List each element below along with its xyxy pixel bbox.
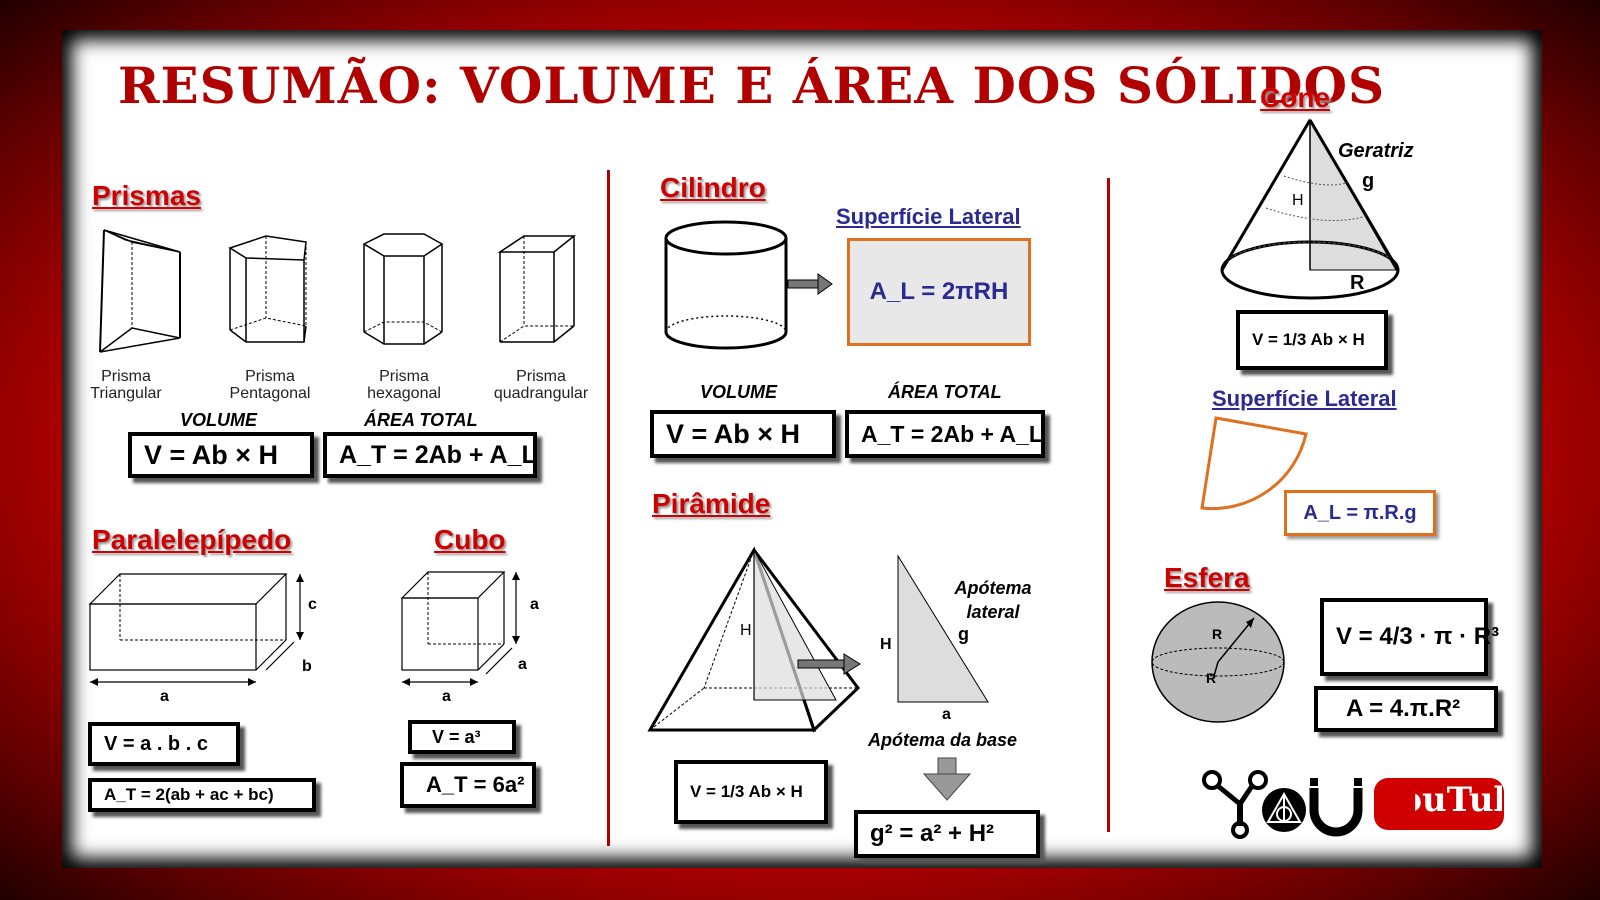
- caption-line: Triangular: [90, 385, 162, 402]
- cone-g-label: g: [1362, 170, 1375, 192]
- formula-text: V = a . b . c: [104, 732, 208, 755]
- cilindro-area-formula: A_T = 2Ab + A_L: [845, 410, 1045, 458]
- cilindro-area-label: ÁREA TOTAL: [888, 382, 1002, 402]
- formula-text: A_L = 2πRH: [869, 278, 1009, 305]
- cubo-dim-bottom: a: [442, 688, 451, 705]
- cubo-dim-depth: a: [518, 656, 527, 673]
- cone-volume-formula: V = 1/3 Ab × H: [1236, 310, 1388, 370]
- prism-triangular-figure: [99, 229, 181, 353]
- page-title: RESUMÃO: VOLUME E ÁREA DOS SÓLIDOS: [118, 56, 1386, 115]
- prismas-area-label: ÁREA TOTAL: [364, 410, 478, 430]
- cone-figure: [1220, 118, 1400, 300]
- esfera-r-label-bottom: R: [1206, 670, 1217, 686]
- cilindro-volume-label: VOLUME: [700, 382, 778, 402]
- cubo-volume-formula: V = a³: [408, 720, 516, 754]
- paralelepipedo-volume-formula: V = a . b . c: [88, 722, 240, 766]
- pythagoras-formula: g² = a² + H²: [854, 810, 1040, 858]
- formula-text: A_T = 2Ab + A_L: [861, 420, 1043, 447]
- cubo-heading: Cubo: [434, 524, 506, 555]
- cilindro-figure: [664, 220, 833, 350]
- cone-lateral-heading: Superfície Lateral: [1212, 386, 1397, 411]
- divider-right: [1107, 178, 1110, 832]
- formula-text: V = Ab × H: [144, 439, 279, 470]
- prism-quadrangular-figure: [497, 235, 577, 343]
- formula-text: A_T = 2Ab + A_L: [339, 440, 537, 469]
- cilindro-lateral-heading: Superfície Lateral: [836, 204, 1021, 229]
- formula-text: g² = a² + H²: [870, 820, 995, 847]
- paralelepipedo-heading: Paralelepípedo: [92, 524, 292, 555]
- piramide-figure: [647, 546, 861, 733]
- piramide-h-label: H: [740, 622, 752, 639]
- formula-text: V = 1/3 Ab × H: [1252, 330, 1365, 349]
- cilindro-volume-formula: V = Ab × H: [650, 410, 836, 458]
- prism-caption-2: Prisma Pentagonal: [222, 368, 318, 402]
- cone-sector-figure: [1200, 416, 1308, 511]
- prismas-volume-formula: V = Ab × H: [128, 432, 314, 478]
- apotema-lateral-label: Apótema lateral: [954, 578, 1032, 622]
- formula-text: A_L = π.R.g: [1303, 501, 1417, 524]
- dim-c: c: [308, 596, 317, 613]
- logo-graphic: [1202, 770, 1504, 839]
- apotema-g-label: g: [958, 624, 969, 644]
- cubo-figure: [400, 571, 520, 686]
- apotema-base-label: Apótema da base: [868, 730, 1018, 750]
- caption-line: hexagonal: [367, 385, 441, 402]
- formula-text: A = 4.π.R²: [1346, 695, 1461, 722]
- formula-text: A_T = 2(ab + ac + bc): [104, 785, 274, 804]
- down-arrow-icon: [922, 757, 972, 801]
- prism-caption-3: Prisma hexagonal: [356, 368, 452, 402]
- paralelepipedo-figure: [88, 573, 304, 686]
- cilindro-lateral-box: A_L = 2πRH: [847, 238, 1031, 346]
- cubo-area-formula: A_T = 6a²: [400, 762, 536, 808]
- piramide-volume-formula: V = 1/3 Ab × H: [674, 760, 828, 824]
- esfera-figure: [1151, 601, 1285, 723]
- caption-line: Prisma: [379, 368, 429, 385]
- prism-caption-1: Prisma Triangular: [78, 368, 174, 402]
- esfera-area-formula: A = 4.π.R²: [1314, 686, 1498, 732]
- formula-text: V = Ab × H: [666, 418, 801, 449]
- prism-pentagonal-figure: [228, 235, 307, 343]
- youtube-logo: YouTube: [1200, 768, 1510, 840]
- formula-text: V = 4/3 · π · R³: [1336, 623, 1500, 650]
- apotema-triangle: [897, 554, 989, 703]
- logo-text: YouTube: [1399, 780, 1502, 820]
- dim-a: a: [160, 688, 169, 705]
- divider-left: [607, 170, 610, 846]
- prismas-heading: Prismas: [92, 180, 201, 211]
- caption-line: Pentagonal: [229, 385, 311, 402]
- cubo-dim-right: a: [530, 596, 539, 613]
- apotema-a-label: a: [942, 706, 951, 723]
- cone-r-label: R: [1350, 272, 1365, 294]
- caption-line: Prisma: [516, 368, 566, 385]
- caption-line: quadrangular: [493, 385, 589, 402]
- prismas-volume-label: VOLUME: [180, 410, 258, 430]
- cone-geratriz-label: Geratriz: [1338, 140, 1414, 162]
- cilindro-heading: Cilindro: [660, 172, 766, 203]
- prism-caption-4: Prisma quadrangular: [486, 368, 596, 402]
- dim-b: b: [302, 658, 312, 675]
- esfera-r-label-top: R: [1212, 626, 1223, 642]
- formula-text: A_T = 6a²: [426, 772, 525, 797]
- paralelepipedo-area-formula: A_T = 2(ab + ac + bc): [88, 778, 316, 812]
- formula-text: V = 1/3 Ab × H: [690, 782, 803, 801]
- piramide-heading: Pirâmide: [652, 488, 771, 519]
- cone-lateral-box: A_L = π.R.g: [1284, 490, 1436, 536]
- esfera-volume-formula: V = 4/3 · π · R³: [1320, 598, 1499, 676]
- apotema-h-label: H: [880, 636, 892, 653]
- caption-line: Prisma: [101, 368, 151, 385]
- formula-text: V = a³: [432, 726, 481, 747]
- prism-hexagonal-figure: [362, 233, 444, 345]
- cone-heading: Cone: [1260, 82, 1330, 113]
- esfera-heading: Esfera: [1164, 562, 1250, 593]
- cone-h-label: H: [1292, 192, 1304, 209]
- caption-line: Prisma: [245, 368, 295, 385]
- prismas-area-formula: A_T = 2Ab + A_L: [323, 432, 537, 478]
